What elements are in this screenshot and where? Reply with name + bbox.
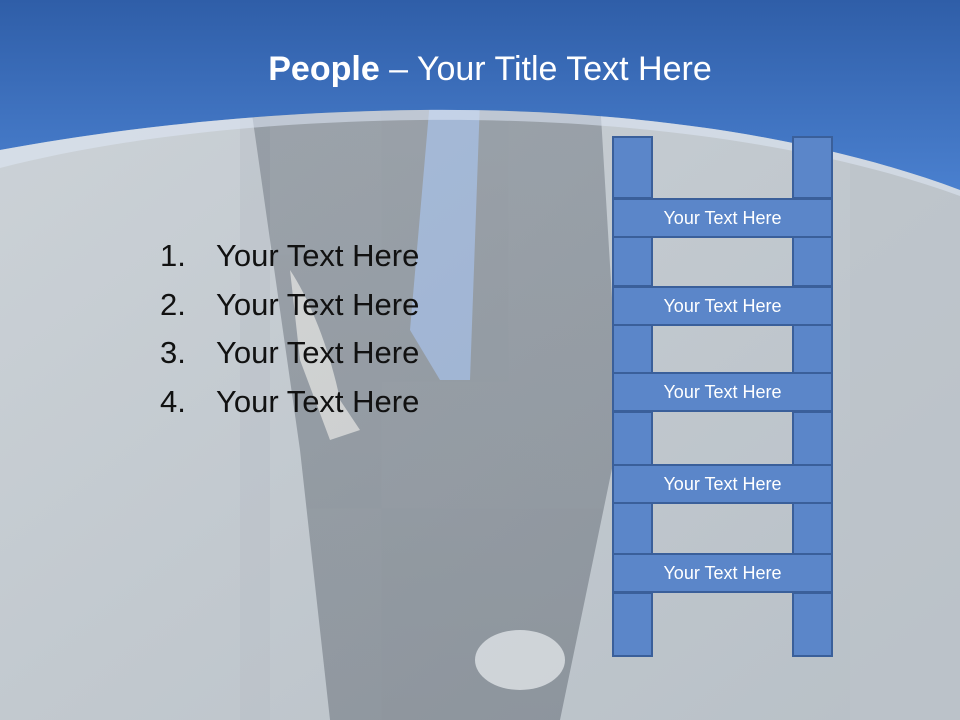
numbered-list: 1. Your Text Here 2. Your Text Here 3. Y… [160, 234, 419, 428]
ladder-rung: Your Text Here [612, 553, 833, 593]
list-item: 4. Your Text Here [160, 380, 419, 429]
ladder-rung: Your Text Here [612, 286, 833, 326]
ladder-rung: Your Text Here [612, 198, 833, 238]
list-item-text: Your Text Here [216, 335, 420, 370]
slide-title: People – Your Title Text Here [0, 50, 960, 89]
ladder-left-rail [612, 502, 653, 556]
title-rest: – Your Title Text Here [379, 50, 712, 88]
title-strong: People [268, 50, 380, 88]
list-item-text: Your Text Here [216, 383, 420, 419]
ladder-right-rail [792, 324, 833, 374]
list-item-number: 1. [160, 238, 186, 273]
ladder-right-rail [792, 592, 833, 657]
ladder-rung: Your Text Here [612, 372, 833, 412]
ladder-right-rail [792, 502, 833, 556]
list-item-number: 3. [160, 335, 186, 370]
ladder-left-rail [612, 324, 653, 374]
ladder-right-rail [792, 411, 833, 466]
person-photo [250, 100, 620, 720]
list-item: 3. Your Text Here [160, 331, 419, 380]
ladder-right-rail [792, 136, 833, 199]
list-item-number: 2. [160, 286, 186, 322]
list-item-number: 4. [160, 383, 186, 419]
ladder-rung: Your Text Here [612, 464, 833, 504]
ladder-left-rail [612, 136, 653, 199]
ladder-left-rail [612, 592, 653, 657]
ladder-right-rail [792, 236, 833, 287]
list-item-text: Your Text Here [216, 286, 420, 322]
list-item-text: Your Text Here [216, 238, 420, 273]
ladder-left-rail [612, 236, 653, 287]
list-item: 2. Your Text Here [160, 283, 419, 332]
list-item: 1. Your Text Here [160, 234, 419, 283]
ladder-left-rail [612, 411, 653, 466]
